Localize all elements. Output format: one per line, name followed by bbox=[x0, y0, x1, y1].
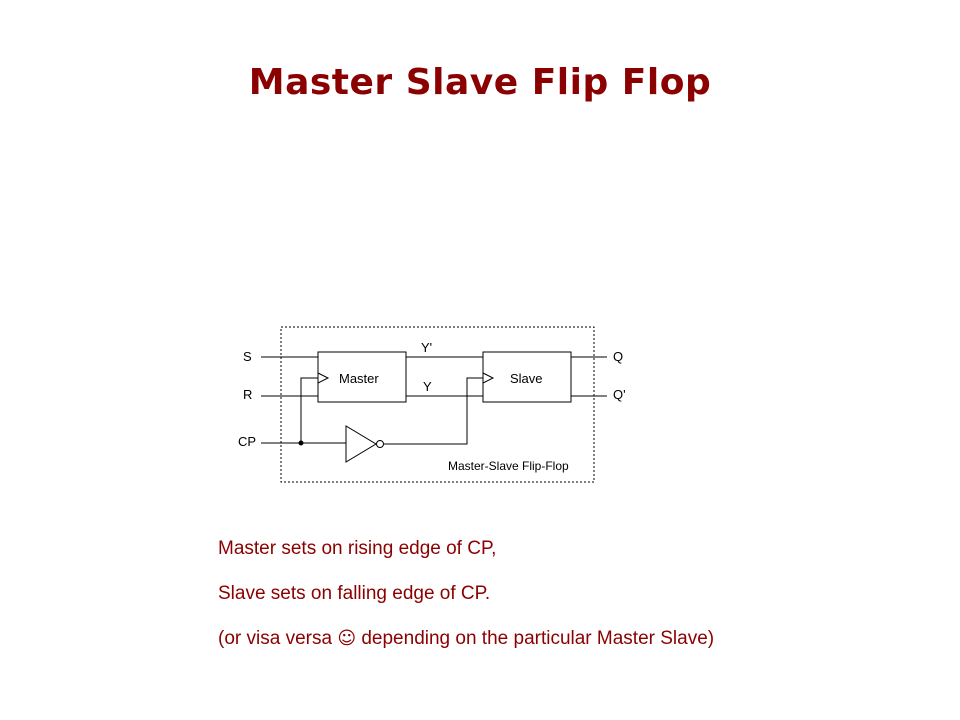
slide-title: Master Slave Flip Flop bbox=[248, 62, 712, 103]
inverter-bubble bbox=[376, 440, 384, 448]
master-block bbox=[317, 351, 407, 403]
input-cp-label: CP bbox=[238, 434, 256, 449]
input-r-label: R bbox=[243, 387, 252, 402]
wire-inverted-cp-to-slave-clock bbox=[384, 377, 483, 445]
master-slave-flip-flop-diagram: Master Slave S R CP Y' Y Q Q' Master-Sla bbox=[230, 320, 650, 495]
signal-y-label: Y bbox=[423, 379, 432, 394]
inverter-gate bbox=[345, 425, 377, 463]
master-label: Master bbox=[339, 371, 379, 386]
slave-block bbox=[482, 351, 572, 403]
note-line-1: Master sets on rising edge of CP, bbox=[218, 538, 497, 559]
slave-clock-triangle bbox=[482, 372, 495, 384]
cp-junction-dot bbox=[298, 440, 304, 446]
master-clock-triangle bbox=[317, 372, 330, 384]
notes-block: Master sets on rising edge of CP, Slave … bbox=[218, 537, 918, 672]
note-line-3-start: (or visa versa bbox=[218, 628, 338, 649]
enclosure-border bbox=[280, 326, 595, 483]
output-q-bar-label: Q' bbox=[613, 387, 626, 402]
input-s-label: S bbox=[243, 349, 252, 364]
signal-y-bar-label: Y' bbox=[421, 340, 432, 355]
smiley-icon: ☺ bbox=[337, 628, 357, 649]
note-line-2: Slave sets on falling edge of CP. bbox=[218, 583, 491, 604]
output-q-label: Q bbox=[613, 349, 623, 364]
note-line-3-end: depending on the particular Master Slave… bbox=[356, 628, 715, 649]
note-line-3: (or visa versa ☺ depending on the partic… bbox=[218, 627, 918, 651]
slave-label: Slave bbox=[510, 371, 543, 386]
wire-cp-to-master-clock bbox=[300, 377, 318, 443]
diagram-caption: Master-Slave Flip-Flop bbox=[448, 459, 569, 473]
